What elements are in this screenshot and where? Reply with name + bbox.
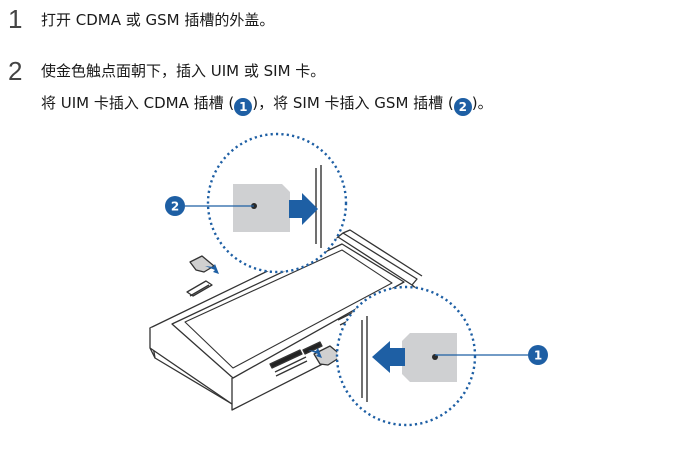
step-2-text: 使金色触点面朝下，插入 UIM 或 SIM 卡。 bbox=[41, 62, 326, 80]
zoom-circle-bottom bbox=[335, 285, 477, 427]
callout-2-label: 2 bbox=[171, 200, 179, 214]
device-body bbox=[149, 229, 426, 411]
callout-1: 1 bbox=[435, 345, 548, 365]
step-2-subtext-a: 将 UIM 卡插入 CDMA 插槽 ( bbox=[41, 94, 235, 112]
device-arrows bbox=[205, 264, 322, 358]
callout-ref-1: 1 bbox=[234, 98, 253, 116]
step-2-subtext-c: )。 bbox=[471, 94, 493, 112]
callout-1-label: 1 bbox=[534, 349, 542, 363]
step-2-subtext: 将 UIM 卡插入 CDMA 插槽 (1)，将 SIM 卡插入 GSM 插槽 (… bbox=[41, 94, 493, 116]
step-2-subtext-b: )，将 SIM 卡插入 GSM 插槽 ( bbox=[252, 94, 454, 112]
step-1-number: 1 bbox=[8, 4, 23, 34]
step-2-number: 2 bbox=[8, 56, 23, 86]
callout-ref-2: 2 bbox=[453, 98, 472, 116]
callout-2: 2 bbox=[165, 196, 254, 216]
step-1-text: 打开 CDMA 或 GSM 插槽的外盖。 bbox=[41, 11, 275, 29]
zoom-circle-top bbox=[206, 132, 348, 274]
